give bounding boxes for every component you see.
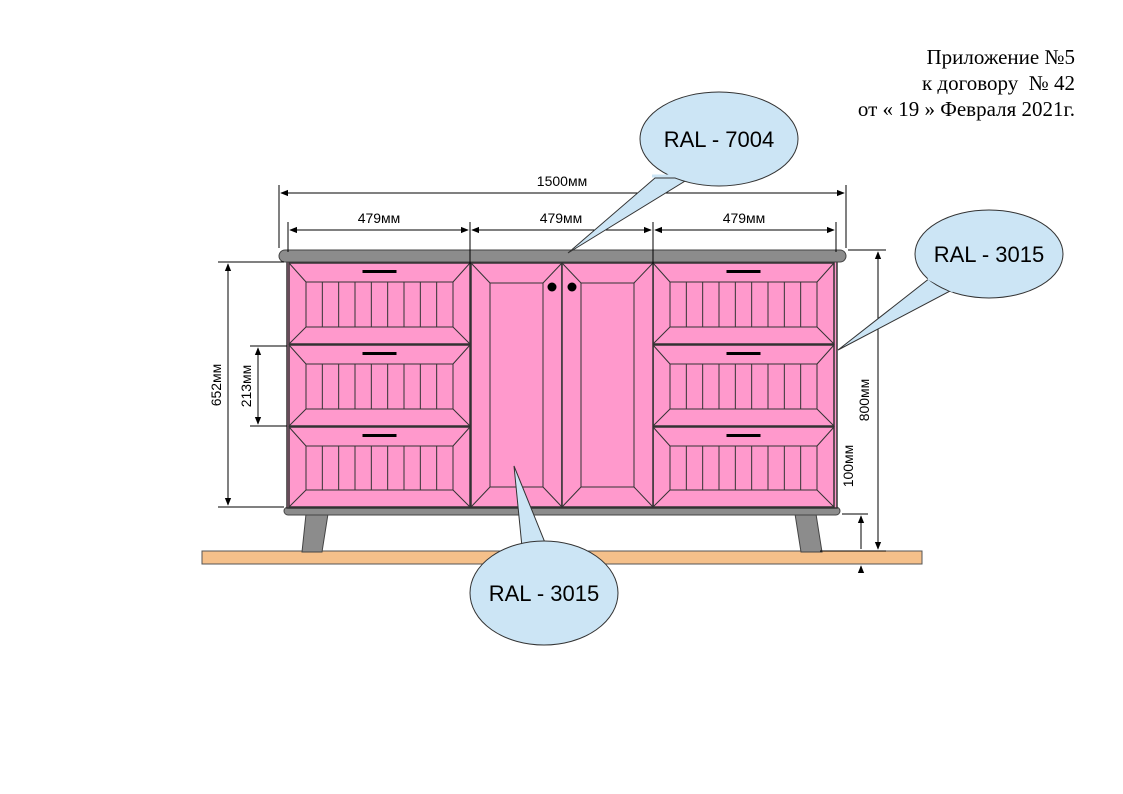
drawer-left-3-handle [362,434,397,437]
drawer-left-2-handle [362,352,397,355]
right-height-dimensions: 800мм 100мм [820,249,886,574]
drawer-right-3-handle [726,434,761,437]
middle-doors [470,262,654,508]
left-height-dimensions: 652мм 213мм [208,261,287,508]
total-width-label: 1500мм [537,173,587,189]
contract-reference: к договору № 42 [921,71,1075,95]
callout-bottom: RAL - 3015 [469,465,619,646]
right-leg [794,513,823,553]
left-door-knob [547,282,557,292]
appendix-title: Приложение №5 [926,45,1076,69]
callout-side-label: RAL - 3015 [934,242,1044,267]
total-height-label: 800мм [856,379,872,422]
drawer-left-1-handle [362,270,397,273]
right-door-panel [580,282,635,488]
left-door-panel [489,282,544,488]
drawer-fronts [288,262,835,508]
callout-bottom-label: RAL - 3015 [489,581,599,606]
document-header: Приложение №5 к договору № 42 от « 19 » … [858,44,1075,122]
callout-side: RAL - 3015 [837,209,1064,351]
drawer-right-2-panel [669,363,818,410]
callout-top: RAL - 7004 [567,91,799,254]
drawer-right-1-panel [669,281,818,328]
callout-top-label: RAL - 7004 [664,127,774,152]
right-door-knob [567,282,577,292]
drawer-left-3-panel [305,445,454,491]
drawer-left-1-panel [305,281,454,328]
drawer-right-1-handle [726,270,761,273]
top-panel [278,249,847,263]
body-height-label: 652мм [208,364,224,407]
contract-date: от « 19 » Февраля 2021г. [857,97,1075,121]
middle-section-width-label: 479мм [540,210,583,226]
drawer-right-3-panel [669,445,818,491]
left-leg [301,513,329,553]
right-section-width-label: 479мм [723,210,766,226]
leg-height-label: 100мм [840,445,856,488]
drawer-right-2-handle [726,352,761,355]
width-dimensions: 1500мм 479мм 479мм 479мм [278,173,847,264]
drawer-left-2-panel [305,363,454,410]
drawer-height-label: 213мм [238,365,254,408]
left-section-width-label: 479мм [358,210,401,226]
